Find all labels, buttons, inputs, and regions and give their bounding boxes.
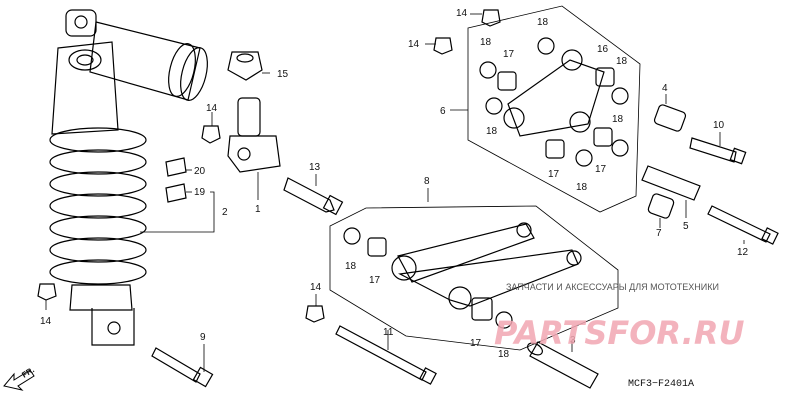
- nut-14-top: [481, 9, 501, 27]
- dust-seal-18: [485, 97, 503, 115]
- label-17: 17: [470, 338, 482, 349]
- collar-4: [653, 104, 687, 132]
- label-18: 18: [486, 126, 498, 137]
- label-7: 7: [656, 228, 662, 239]
- leader-lines: [45, 13, 745, 372]
- shock-reservoir: [89, 21, 201, 101]
- label-1: 1: [255, 204, 261, 215]
- nut-14-bottom-left: [37, 283, 57, 301]
- label-14: 14: [310, 282, 322, 293]
- watermark: ЗАПЧАСТИ И АКСЕССУАРЫ ДЛЯ МОТОТЕХНИКИ PA…: [494, 282, 744, 352]
- shock-arm-group-outline: [467, 5, 641, 213]
- bearing-17: [545, 139, 565, 159]
- label-13: 13: [309, 162, 321, 173]
- label-15: 15: [277, 69, 289, 80]
- shock-upper-bracket-1: [227, 97, 281, 173]
- dust-seal-18: [575, 149, 593, 167]
- label-17: 17: [595, 164, 607, 175]
- watermark-logo: PARTSFOR.RU: [494, 314, 744, 352]
- bolt-13: [283, 177, 344, 216]
- bearing-17: [593, 127, 613, 147]
- collar-3: [527, 341, 599, 389]
- shock-top-eye: [65, 9, 97, 37]
- part-number-labels: 14 14 15 14 20 19 2 1 13 8 6 4 10 5 7 12…: [40, 8, 749, 360]
- label-6: 6: [440, 106, 446, 117]
- nut-14-upper-left: [201, 125, 221, 144]
- label-10: 10: [713, 120, 725, 131]
- bearing-17: [497, 71, 517, 91]
- bearing-17: [367, 237, 387, 257]
- dust-seal-18: [343, 227, 361, 245]
- label-12: 12: [737, 247, 749, 258]
- collar-19: [165, 183, 187, 203]
- bolt-11: [335, 325, 437, 385]
- label-18: 18: [537, 17, 549, 28]
- shock-spring: [49, 127, 147, 285]
- label-4: 4: [662, 83, 668, 94]
- connecting-rod-8: [391, 222, 582, 310]
- label-18: 18: [612, 114, 624, 125]
- collar-7: [647, 193, 675, 219]
- dust-seal-18: [479, 61, 497, 79]
- label-18: 18: [576, 182, 588, 193]
- shock-upper-body: [51, 41, 119, 135]
- collar-5: [641, 165, 701, 201]
- svg-text:FR.: FR.: [20, 365, 36, 379]
- label-14: 14: [456, 8, 468, 19]
- label-16: 16: [597, 44, 609, 55]
- label-14: 14: [40, 316, 52, 327]
- shock-arm-6: [503, 49, 605, 137]
- collar-20: [165, 157, 187, 177]
- label-17: 17: [548, 169, 560, 180]
- label-18: 18: [498, 349, 510, 360]
- bolt-9: [151, 347, 214, 388]
- flange-nut-15: [227, 51, 263, 81]
- dust-seal-18: [611, 139, 629, 157]
- shock-lower-body: [69, 284, 133, 311]
- nut-14-lower: [305, 305, 325, 323]
- label-2: 2: [222, 207, 228, 218]
- label-9: 9: [200, 332, 206, 343]
- label-11: 11: [383, 327, 394, 338]
- label-18: 18: [616, 56, 628, 67]
- label-14: 14: [408, 39, 420, 50]
- label-17: 17: [503, 49, 515, 60]
- watermark-caption: ЗАПЧАСТИ И АКСЕССУАРЫ ДЛЯ МОТОТЕХНИКИ: [506, 282, 719, 292]
- shock-absorber: [49, 9, 208, 346]
- label-18: 18: [480, 37, 492, 48]
- bolt-12: [707, 205, 779, 245]
- label-19: 19: [194, 187, 206, 198]
- dust-seal-18: [495, 311, 513, 329]
- bolt-10: [689, 137, 747, 165]
- nut-14-mid: [433, 37, 453, 55]
- drawing-code: MCF3−F2401A: [628, 379, 694, 390]
- label-18: 18: [345, 261, 357, 272]
- dust-seal-18: [611, 87, 629, 105]
- label-20: 20: [194, 166, 206, 177]
- front-direction-arrow: FR.: [3, 365, 36, 391]
- collar-16: [595, 67, 615, 87]
- connecting-rod-group-outline: [329, 205, 619, 351]
- dust-seal-18: [537, 37, 555, 55]
- shock-clevis: [91, 308, 135, 346]
- bearing-17: [471, 297, 493, 321]
- label-5: 5: [683, 221, 689, 232]
- label-8: 8: [424, 176, 430, 187]
- label-3: 3: [570, 335, 576, 346]
- label-17: 17: [369, 275, 381, 286]
- label-14: 14: [206, 103, 218, 114]
